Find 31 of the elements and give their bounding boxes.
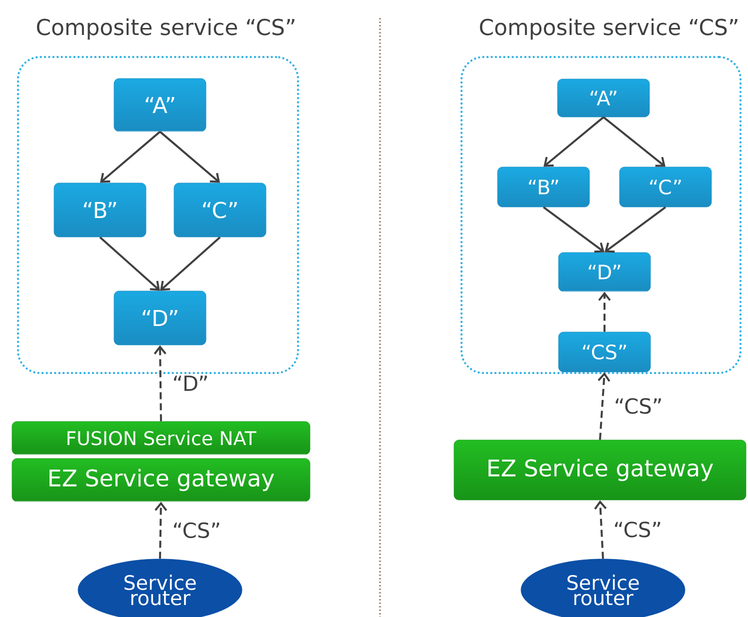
arrow [598,292,611,332]
gateway-bar: FUSION Service NAT [12,421,310,455]
gateway-bar: EZ Service gateway [454,440,746,500]
process-box: “D” [558,252,651,292]
edge-label: “CS” [612,520,664,539]
group-heading: Composite service “CS” [36,18,294,40]
group-heading: Composite service “CS” [480,18,738,40]
process-box: “B” [54,182,146,238]
arrow [154,345,166,422]
process-box: “C” [619,166,712,208]
arrow [154,502,168,559]
arrow [99,236,160,291]
arrow [159,130,220,183]
arrow [100,130,161,183]
arrow [604,206,666,253]
process-box: “D” [114,290,206,346]
edge-label: “CS” [170,520,223,540]
arrow [598,372,610,440]
arrow [544,116,604,167]
process-box: “A” [557,78,650,118]
process-box: “B” [497,166,590,208]
process-box: “A” [114,78,206,132]
edge-label: “D” [170,374,210,392]
gateway-bar: EZ Service gateway [12,458,310,502]
arrow [542,206,604,253]
arrow [602,116,666,167]
process-box: “C” [174,182,266,238]
process-box: “CS” [558,332,651,372]
arrow [594,500,607,559]
edge-label: “CS” [612,396,664,416]
arrow [160,236,221,291]
